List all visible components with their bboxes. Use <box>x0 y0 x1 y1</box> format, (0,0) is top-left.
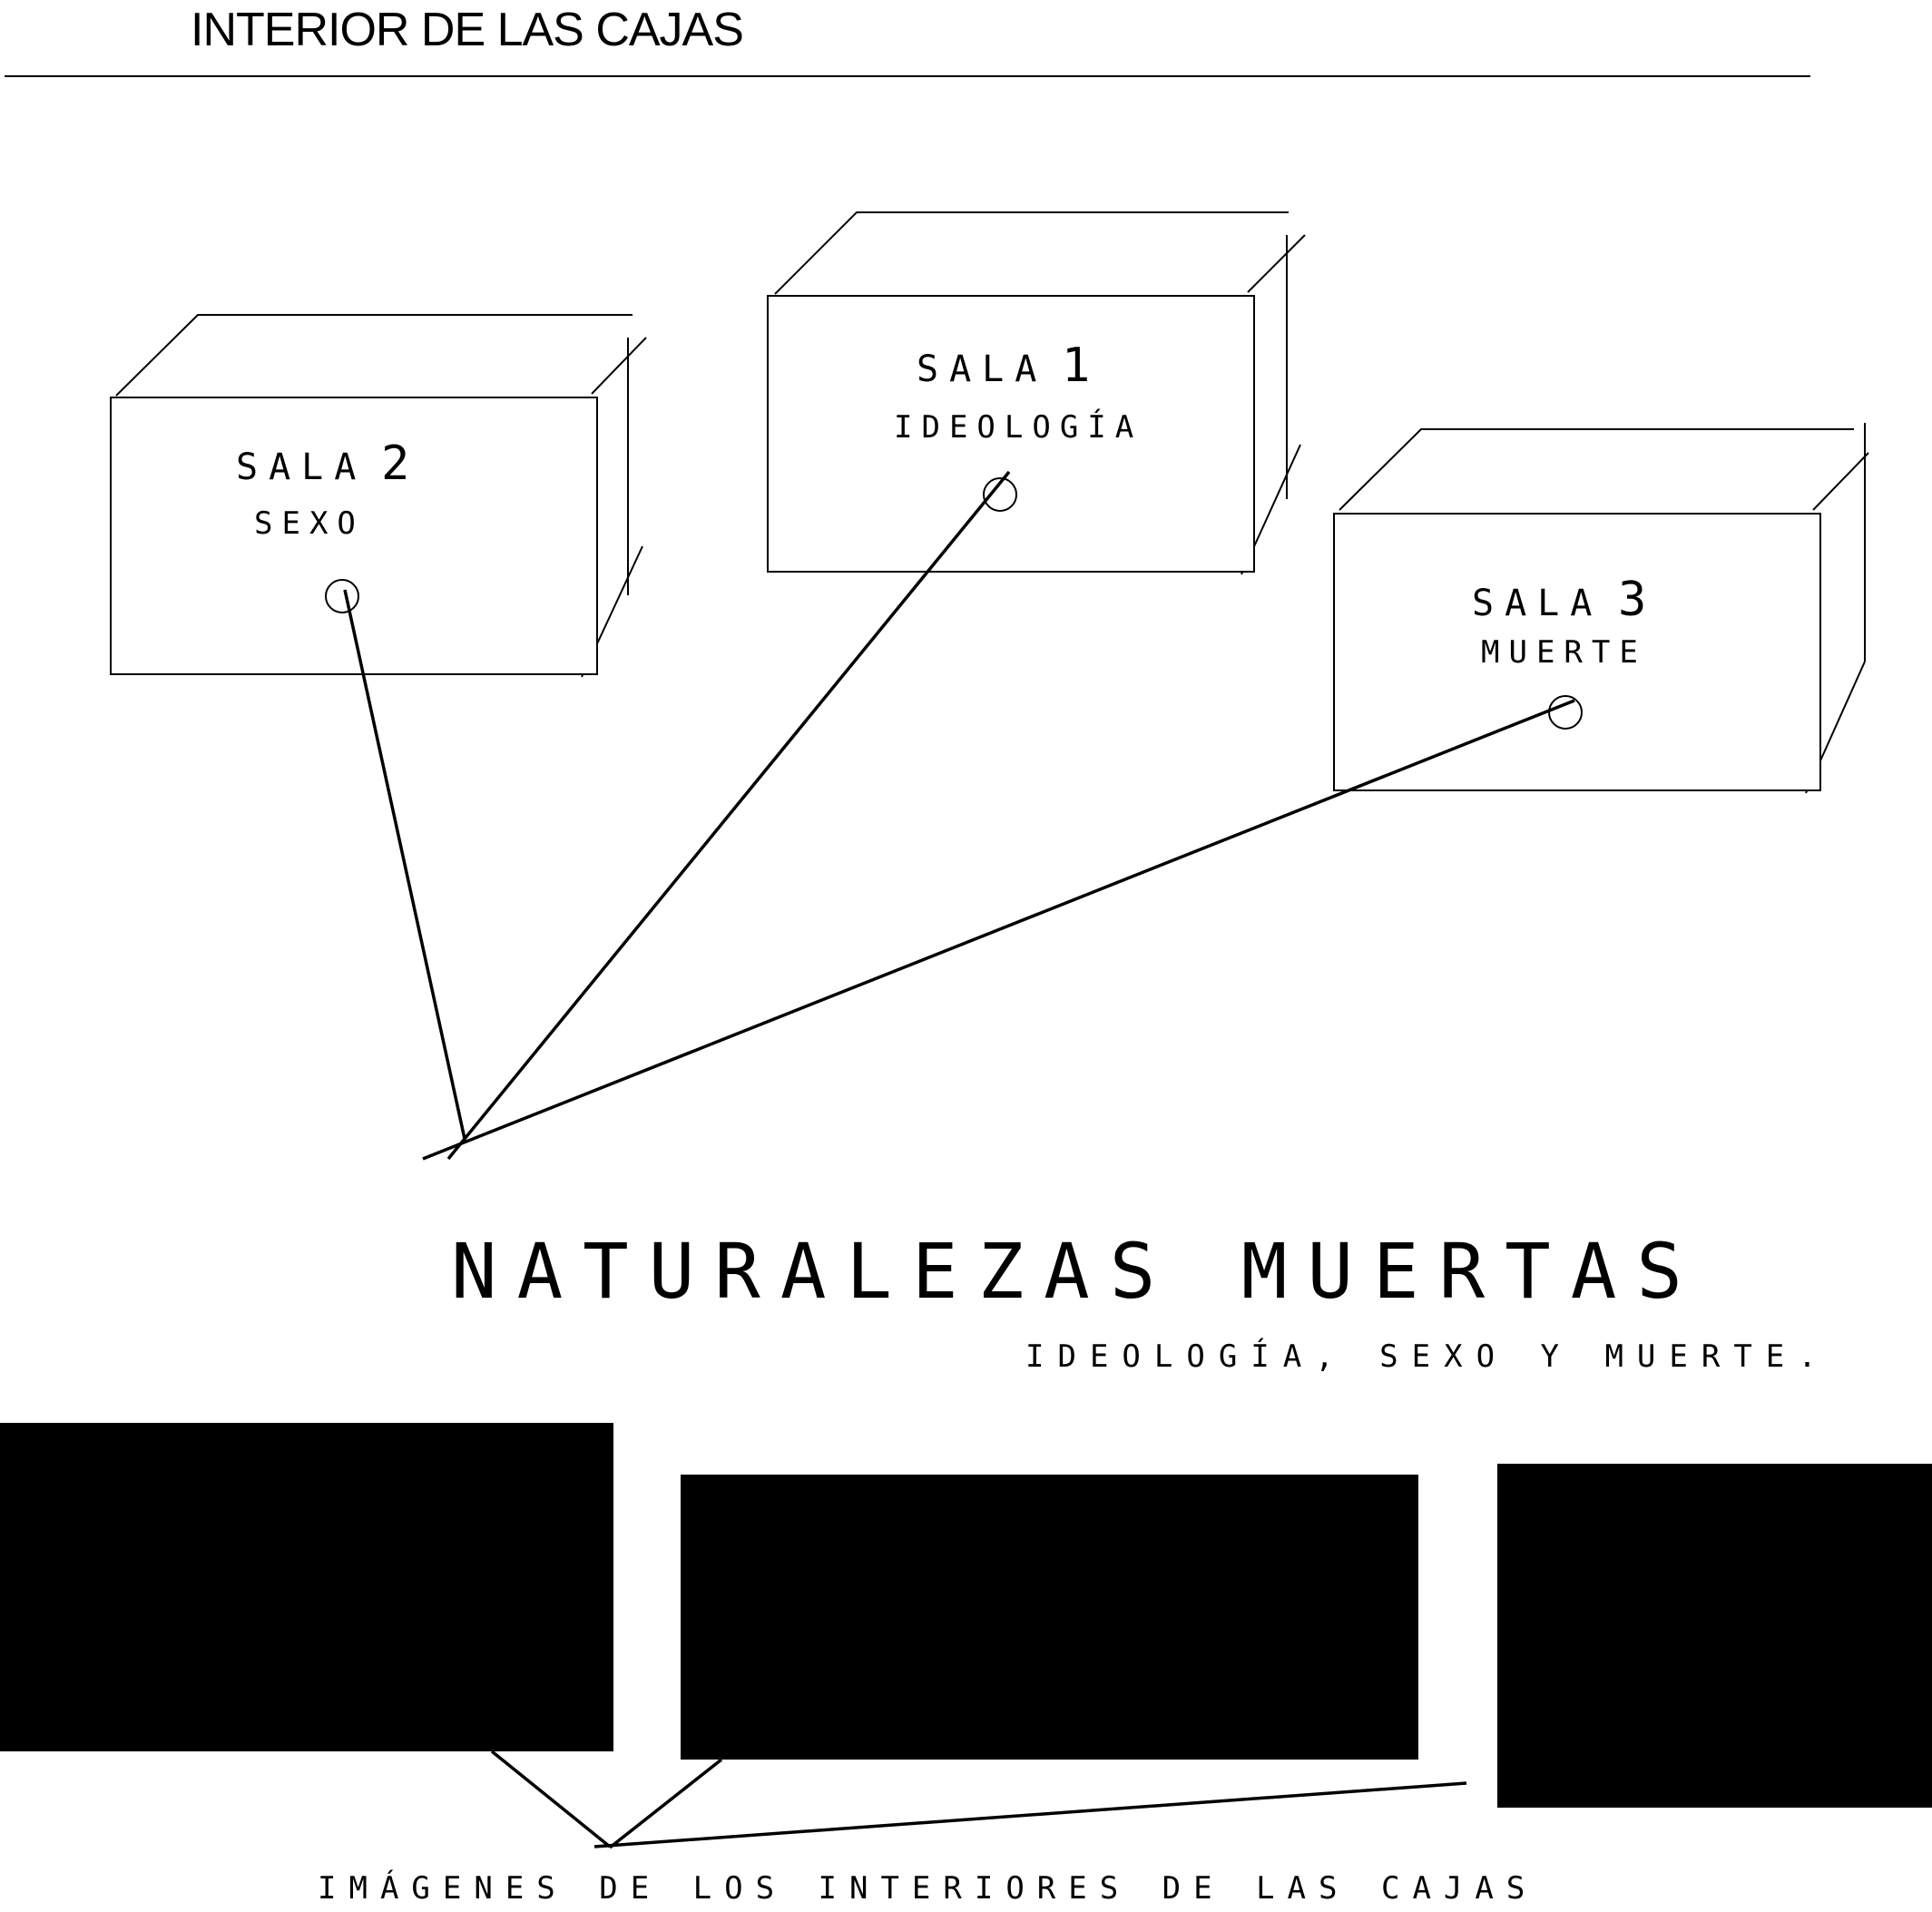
sala-2-corner-edge <box>591 337 647 395</box>
sala-1-theme: IDEOLOGÍA <box>894 408 1143 446</box>
sight-lines <box>343 470 1575 1161</box>
sala-1-top-edge <box>774 211 1289 295</box>
sala-3-top-edge <box>1339 428 1854 511</box>
main-subtitle: IDEOLOGÍA, SEXO Y MUERTE. <box>1025 1338 1830 1375</box>
sala-1-label: SALA <box>917 348 1047 390</box>
sala-1-box: SALA 1 IDEOLOGÍA <box>767 211 1306 575</box>
sala-2-label: SALA <box>236 446 367 488</box>
sala-1-corner-edge <box>1247 234 1306 293</box>
pointer-line-panel-3 <box>593 1781 1467 1848</box>
sala-3-face <box>1333 513 1821 791</box>
gallery-caption: IMÁGENES DE LOS INTERIORES DE LAS CAJAS <box>318 1869 1537 1907</box>
pointer-line-panel-1 <box>490 1750 612 1848</box>
sala-1-number: 1 <box>1062 338 1090 393</box>
sala-2-top-edge <box>115 314 633 397</box>
page-title: INTERIOR DE LAS CAJAS <box>191 4 743 56</box>
interior-image-panel-1 <box>0 1423 613 1751</box>
sala-1-face <box>767 295 1255 573</box>
sala-3-corner-edge <box>1812 452 1869 511</box>
sala-2-viewpoint-circle <box>325 579 359 613</box>
sight-line-sala-3 <box>422 699 1575 1161</box>
caption-pointer-lines <box>490 1750 1467 1849</box>
sight-line-sala-2 <box>343 589 466 1140</box>
sala-3-label: SALA <box>1472 583 1603 624</box>
sala-3-number: 3 <box>1618 573 1646 627</box>
interior-image-panel-3 <box>1497 1464 1932 1808</box>
pointer-line-panel-2 <box>608 1758 723 1849</box>
main-title: NATURALEZAS MUERTAS <box>451 1227 1702 1316</box>
sala-1-viewpoint-circle <box>983 477 1017 512</box>
sight-line-sala-1 <box>446 470 1011 1161</box>
sala-2-number: 2 <box>381 436 409 491</box>
interior-image-panel-2 <box>681 1475 1418 1760</box>
sala-2-theme: SEXO <box>254 505 365 542</box>
sala-3-box: SALA 3 MUERTE <box>1333 423 1869 794</box>
sala-3-theme: MUERTE <box>1481 634 1647 671</box>
sala-2-box: SALA 2 SEXO <box>110 314 647 678</box>
